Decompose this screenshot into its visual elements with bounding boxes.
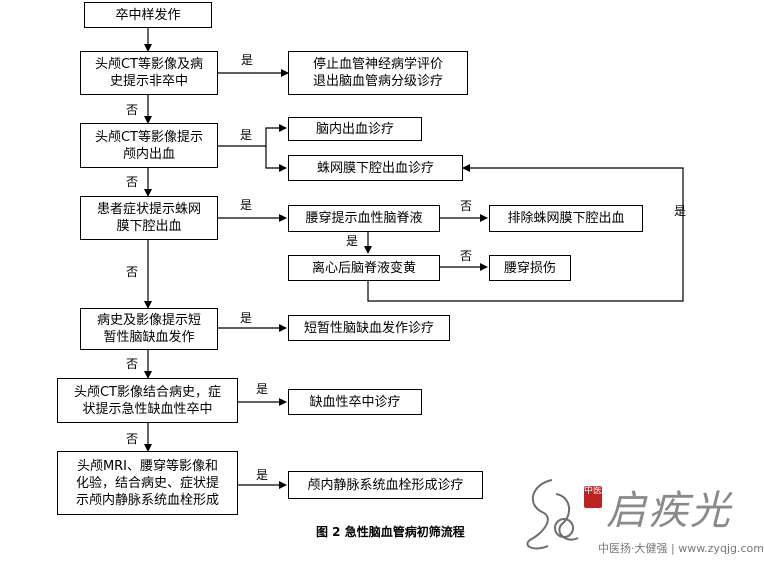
brand-name: 启疾光 bbox=[606, 488, 732, 534]
label-yes-n6: 是 bbox=[256, 382, 269, 396]
node-cvt-treatment: 颅内静脉系统血栓形成诊疗 bbox=[288, 471, 483, 499]
label-no-n4: 否 bbox=[126, 265, 139, 279]
label-yes-n7: 是 bbox=[256, 468, 269, 482]
label-yes-n4a: 是 bbox=[346, 234, 359, 248]
node-tia: 病史及影像提示短 暂性脑缺血发作 bbox=[80, 308, 218, 350]
node-exclude-sah: 排除蛛网膜下腔出血 bbox=[489, 205, 643, 232]
node-ischemic-treatment: 缺血性卒中诊疗 bbox=[288, 389, 422, 415]
label-yes-n5: 是 bbox=[240, 311, 253, 325]
label-yes-feedback: 是 bbox=[674, 204, 687, 218]
node-stroke-like-onset: 卒中样发作 bbox=[84, 2, 212, 28]
label-no-n3: 否 bbox=[126, 175, 139, 189]
label-no-n4c: 否 bbox=[460, 249, 473, 263]
label-yes-n2: 是 bbox=[241, 53, 254, 67]
node-non-stroke: 头颅CT等影像及病 史提示非卒中 bbox=[80, 51, 218, 95]
node-traumatic-tap: 腰穿损伤 bbox=[489, 255, 571, 281]
label-no-n4a: 否 bbox=[460, 199, 473, 213]
brand-slogan: 中医扬·大健强 | www.zyqjg.com bbox=[598, 542, 764, 555]
label-no-n6: 否 bbox=[126, 432, 139, 446]
figure-caption: 图 2 急性脑血管病初筛流程 bbox=[316, 525, 465, 539]
node-cvt: 头颅MRI、腰穿等影像和 化验，结合病史、症状提 示颅内静脉系统血栓形成 bbox=[57, 451, 238, 515]
label-yes-n4: 是 bbox=[240, 198, 253, 212]
arrow-n3-n3a bbox=[265, 124, 287, 146]
node-xanthochromia: 离心后脑脊液变黄 bbox=[288, 255, 440, 281]
brand-logo-icon bbox=[526, 479, 579, 550]
label-yes-n3: 是 bbox=[240, 128, 253, 142]
node-suspected-sah: 患者症状提示蛛网 膜下腔出血 bbox=[80, 196, 218, 240]
arrow-n3-n3b bbox=[265, 146, 287, 172]
node-bloody-csf: 腰穿提示血性脑脊液 bbox=[288, 205, 440, 232]
node-tia-treatment: 短暂性脑缺血发作诊疗 bbox=[288, 315, 450, 341]
node-ich-treatment: 脑内出血诊疗 bbox=[288, 117, 422, 141]
node-acute-ischemic-stroke: 头颅CT影像结合病史，症 状提示急性缺血性卒中 bbox=[57, 378, 238, 423]
node-intracranial-hemorrhage: 头颅CT等影像提示 颅内出血 bbox=[80, 123, 218, 168]
brand-seal: 中医 bbox=[584, 486, 602, 508]
node-sah-treatment: 蛛网膜下腔出血诊疗 bbox=[288, 155, 463, 181]
arrow-n4c-n3b bbox=[367, 164, 684, 302]
node-stop-evaluation: 停止血管神经病学评价 退出脑血管病分级诊疗 bbox=[288, 51, 468, 95]
label-no-n2: 否 bbox=[126, 103, 139, 117]
label-no-n5: 否 bbox=[126, 357, 139, 371]
